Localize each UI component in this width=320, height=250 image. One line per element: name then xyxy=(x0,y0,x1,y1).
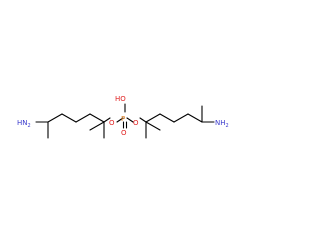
bond xyxy=(116,117,124,123)
bond xyxy=(89,121,105,131)
hydroxyl-h: H xyxy=(115,95,120,103)
bond xyxy=(75,113,91,123)
amine-right-h: H xyxy=(220,119,225,127)
amine-left-label: HN2 xyxy=(17,119,31,129)
bond xyxy=(47,113,63,123)
ester-oxygen-right: O xyxy=(133,119,139,127)
amine-left-subscript: 2 xyxy=(28,123,31,129)
bond xyxy=(89,113,105,123)
hydroxyl-label: HO xyxy=(115,95,126,103)
bond xyxy=(187,113,203,123)
bond xyxy=(103,117,111,123)
amine-left-h: H xyxy=(17,119,22,127)
hydroxyl-o: O xyxy=(120,95,126,103)
bond xyxy=(126,117,134,123)
phosphoryl-oxygen: O xyxy=(121,129,127,137)
bond xyxy=(145,121,161,131)
ester-oxygen-left: O xyxy=(109,119,115,127)
amine-right-n: N xyxy=(215,119,220,127)
amine-right-subscript: 2 xyxy=(226,123,229,129)
amine-left-n: N xyxy=(22,119,27,127)
amine-right-label: NH2 xyxy=(215,119,229,129)
bond xyxy=(61,113,77,123)
bond xyxy=(159,113,175,123)
molecule-structure: HN2 O HO P O O NH2 xyxy=(17,95,229,139)
bond xyxy=(139,117,147,123)
bond-skeleton xyxy=(35,103,215,139)
bond xyxy=(173,113,189,123)
atom-labels: HN2 O HO P O O NH2 xyxy=(17,95,229,137)
phosphorus-atom: P xyxy=(121,115,125,123)
bond xyxy=(145,113,161,123)
